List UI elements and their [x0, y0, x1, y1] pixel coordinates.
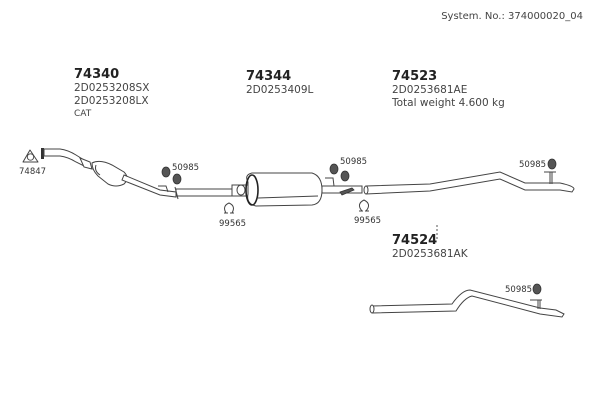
callout-hanger: 50985: [519, 160, 547, 170]
rear-pipe-74524: [369, 289, 565, 318]
clamp-icon: [224, 202, 234, 214]
part-number: 74340: [74, 67, 120, 82]
callout-gasket: 74847: [19, 167, 47, 177]
part-number: 74523: [392, 69, 438, 84]
part-group-74344: 74344 2D0253409L: [246, 70, 313, 97]
part-ref: 2D0253208LX: [74, 95, 149, 107]
part-note: CAT: [74, 109, 92, 119]
callout-hanger: 50985: [505, 285, 533, 295]
part-number: 74524: [392, 233, 438, 248]
part-ref: 2D0253409L: [246, 84, 314, 96]
callout-clamp: 99565: [219, 219, 247, 229]
rear-pipe-74523: [363, 171, 575, 195]
intermediate-pipe: [175, 188, 233, 197]
system-number: System. No.: 374000020_04: [441, 11, 583, 22]
part-group-74524: 74524 2D0253681AK: [392, 234, 468, 261]
callout-hanger: 50985: [340, 157, 368, 167]
gasket-icon: [22, 149, 39, 163]
part-ref: 2D0253681AE: [392, 84, 468, 96]
total-weight: Total weight 4.600 kg: [392, 97, 505, 109]
callout-hanger: 50985: [172, 163, 200, 173]
part-ref: 2D0253681AK: [392, 248, 468, 260]
part-number: 74344: [246, 69, 292, 84]
part-group-74340: 74340 2D0253208SX 2D0253208LX CAT: [74, 68, 149, 121]
part-ref: 2D0253208SX: [74, 82, 150, 94]
front-pipe-catalyst: [41, 148, 177, 198]
rubber-hanger-icon: [325, 163, 355, 196]
callout-clamp: 99565: [354, 216, 382, 226]
rubber-hanger-icon: [158, 166, 182, 193]
clamp-icon: [358, 199, 370, 212]
rubber-hanger-icon: [544, 158, 557, 184]
part-group-74523: 74523 2D0253681AE Total weight 4.600 kg: [392, 70, 505, 110]
rubber-hanger-icon: [530, 283, 542, 309]
